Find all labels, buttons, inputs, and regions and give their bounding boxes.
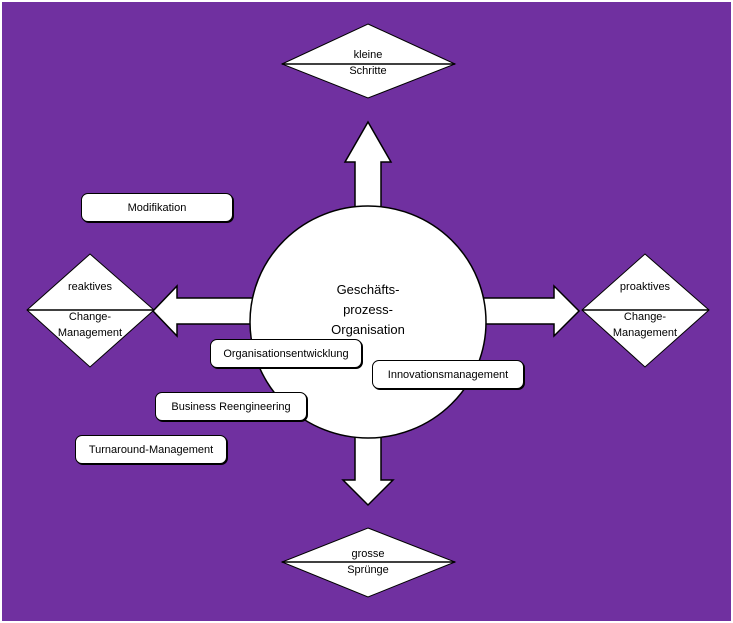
bottom-lower-label: Sprünge [347,564,389,576]
box-innovationsmanagement: Innovationsmanagement [372,360,524,389]
arrow-left [151,284,261,338]
right-upper-label: proaktives [619,281,671,293]
top-lower-label: Schritte [349,65,387,77]
center-title: Geschäfts- prozess- Organisation [308,280,428,340]
top-upper-label: kleine [353,49,383,61]
left-lower-label-2: Management [57,327,123,339]
arrow-right [471,284,581,338]
right-lower-label-1: Change- [623,311,667,323]
center-line-1: Geschäfts- [336,282,400,297]
left-lower-label-1: Change- [68,311,112,323]
center-line-3: Organisation [331,322,405,337]
right-lower-label-2: Management [612,327,678,339]
box-modifikation: Modifikation [81,193,233,222]
decision-top [280,23,457,99]
box-turnaround-management: Turnaround-Management [75,435,227,464]
center-line-2: prozess- [343,302,393,317]
left-upper-label: reaktives [67,281,113,293]
box-organisationsentwicklung: Organisationsentwicklung [210,339,362,368]
box-business-reengineering: Business Reengineering [155,392,307,421]
bottom-upper-label: grosse [351,548,385,560]
